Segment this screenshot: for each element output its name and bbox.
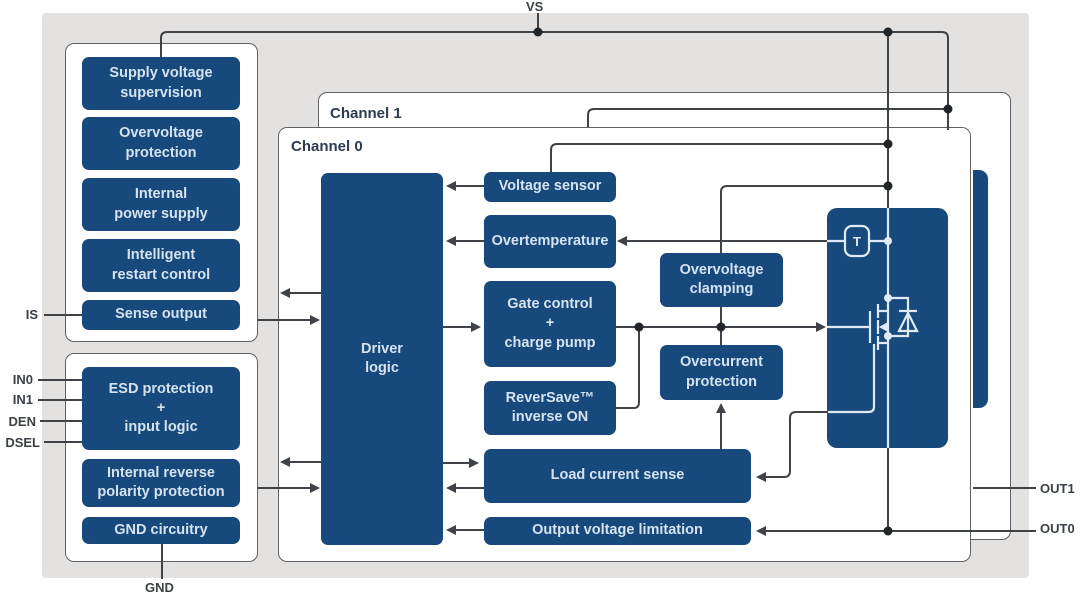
block-overvoltage-clamping: Overvoltage clamping	[660, 253, 783, 307]
block-gnd-circuitry: GND circuitry	[82, 517, 240, 544]
temperature-sensor-label: T	[853, 233, 861, 249]
block-overtemperature: Overtemperature	[484, 215, 616, 268]
channel0-label: Channel 0	[291, 138, 363, 155]
block-overcurrent-protection: Overcurrent protection	[660, 345, 783, 400]
block-intelligent-restart-control: Intelligent restart control	[82, 239, 240, 292]
pin-out1: OUT1	[1040, 481, 1075, 496]
block-supply-voltage-supervision: Supply voltage supervision	[82, 57, 240, 110]
block-load-current-sense: Load current sense	[484, 449, 751, 503]
block-overvoltage-protection: Overvoltage protection	[82, 117, 240, 170]
block-esd-input-logic: ESD protection + input logic	[82, 367, 240, 450]
block-internal-reverse-polarity: Internal reverse polarity protection	[82, 459, 240, 507]
pin-in0: IN0	[12, 372, 33, 387]
block-gate-control: Gate control + charge pump	[484, 281, 616, 367]
pin-out0: OUT0	[1040, 521, 1075, 536]
pin-is: IS	[25, 307, 38, 322]
block-sense-output: Sense output	[82, 300, 240, 330]
pin-gnd: GND	[145, 580, 174, 595]
pin-vs: VS	[526, 0, 544, 14]
channel1-power-stage-edge	[973, 170, 988, 408]
block-reversave: ReverSave™ inverse ON	[484, 381, 616, 435]
pin-dsel: DSEL	[5, 435, 40, 450]
pin-in1: IN1	[12, 392, 33, 407]
block-internal-power-supply: Internal power supply	[82, 178, 240, 231]
block-output-voltage-limitation: Output voltage limitation	[484, 517, 751, 545]
pin-den: DEN	[8, 414, 36, 429]
block-driver-logic: Driver logic	[321, 173, 443, 545]
block-voltage-sensor: Voltage sensor	[484, 172, 616, 202]
channel1-label: Channel 1	[330, 105, 402, 122]
